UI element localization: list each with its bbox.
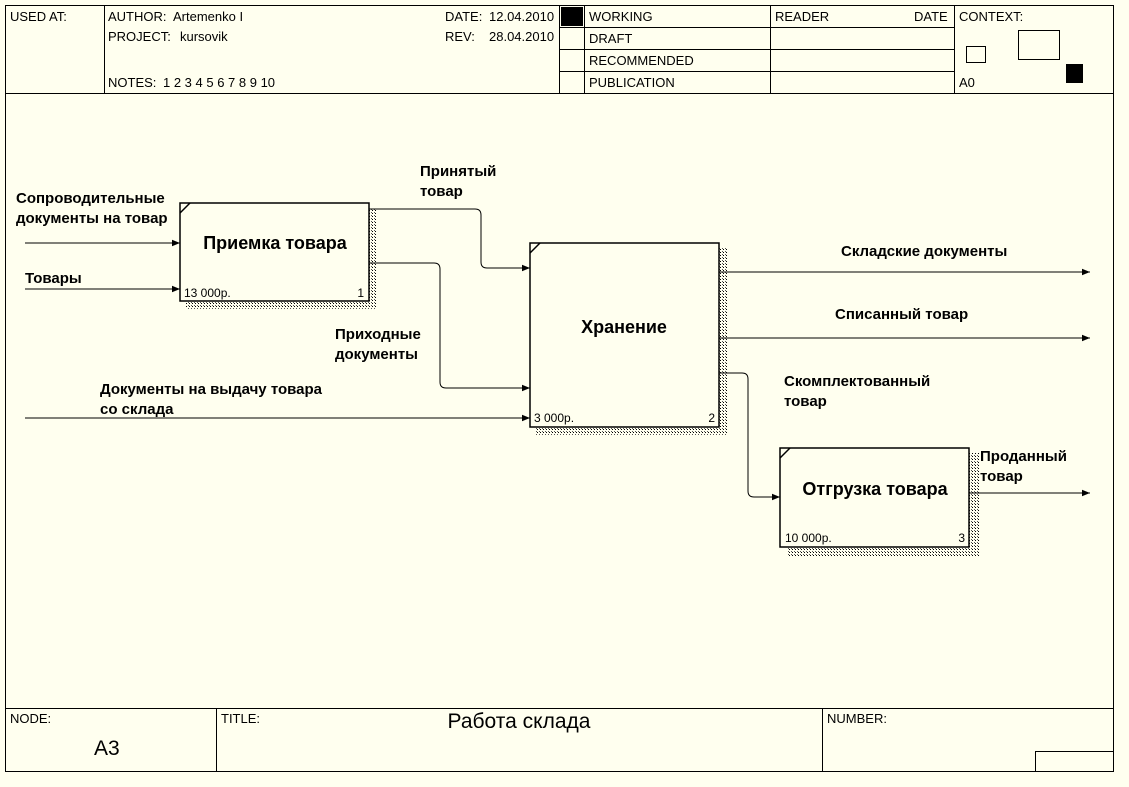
header-divider: [104, 5, 105, 93]
node-value: A3: [94, 737, 120, 760]
context-box-filled: [1066, 64, 1083, 83]
activity-title: Хранение: [581, 317, 667, 337]
activity-number: 3: [958, 531, 965, 545]
activity-box-1[interactable]: Приемка товара 13 000р. 1: [179, 202, 370, 302]
project-value: kursovik: [180, 29, 228, 44]
context-node: A0: [959, 75, 975, 90]
author-label: AUTHOR:: [108, 9, 167, 24]
arrow-label-vydacha-1: Документы на выдачу товара: [100, 381, 322, 398]
arrow-label-spisannyi: Списанный товар: [835, 306, 969, 323]
arrow-prihodnye[interactable]: [369, 262, 530, 392]
context-box: [1018, 30, 1060, 60]
status-publication: PUBLICATION: [589, 75, 675, 90]
activity-number: 1: [357, 286, 364, 300]
header-bottom-line: [5, 93, 1114, 94]
footer-divider: [822, 708, 823, 772]
node-label: NODE:: [10, 711, 52, 726]
arrow-label-prodannyi-1: Проданный: [980, 448, 1067, 465]
activity-number: 2: [708, 411, 715, 425]
title-label: TITLE:: [221, 711, 261, 726]
project-label: PROJECT:: [108, 29, 171, 44]
activity-cost: 13 000р.: [184, 286, 231, 300]
arrow-label-soprovod-1: Сопроводительные: [16, 190, 165, 207]
footer-top-line: [5, 708, 1114, 709]
activity-title: Отгрузка товара: [802, 479, 948, 499]
header-divider: [954, 5, 955, 93]
number-label: NUMBER:: [827, 711, 887, 726]
arrow-label-prihodnye-2: документы: [335, 346, 418, 363]
status-row-line: [559, 49, 954, 50]
status-working: WORKING: [589, 9, 653, 24]
date-value: 12.04.2010: [489, 9, 555, 24]
footer-divider: [216, 708, 217, 772]
diagram-title: Работа склада: [447, 710, 591, 733]
activity-cost: 3 000р.: [534, 411, 574, 425]
status-draft: DRAFT: [589, 31, 633, 46]
reader-label: READER: [775, 9, 830, 24]
context-label: CONTEXT:: [959, 9, 1024, 24]
arrow-label-soprovod-2: документы на товар: [16, 210, 168, 227]
rev-value: 28.04.2010: [489, 29, 555, 44]
date-label: DATE:: [445, 9, 483, 24]
working-marker: [561, 7, 583, 26]
activity-title: Приемка товара: [203, 233, 348, 253]
status-recommended: RECOMMENDED: [589, 53, 694, 68]
activity-box-3[interactable]: Отгрузка товара 10 000р. 3: [779, 447, 970, 548]
arrow-skomplekt[interactable]: [719, 372, 780, 501]
activity-cost: 10 000р.: [785, 531, 832, 545]
footer-page-cell: [1035, 751, 1114, 772]
status-row-line: [559, 27, 954, 28]
arrow-label-skomplekt-2: товар: [784, 393, 827, 410]
arrow-label-skladskie: Складские документы: [841, 243, 1008, 260]
activity-box-2[interactable]: Хранение 3 000р. 2: [529, 242, 720, 428]
status-row-line: [559, 71, 954, 72]
arrow-label-prinyatyi-1: Принятый: [420, 163, 497, 180]
context-box: [966, 46, 986, 63]
used-at-label: USED AT:: [10, 9, 67, 24]
author-value: Artemenko I: [173, 9, 244, 24]
arrow-label-prinyatyi-2: товар: [420, 183, 463, 200]
arrow-label-tovary: Товары: [25, 270, 82, 287]
arrow-label-prihodnye-1: Приходные: [335, 326, 421, 343]
arrow-label-vydacha-2: со склада: [100, 401, 174, 418]
arrow-label-skomplekt-1: Скомплектованный: [784, 373, 931, 390]
reader-date-label: DATE: [914, 9, 948, 24]
arrow-label-prodannyi-2: товар: [980, 468, 1023, 485]
rev-label: REV:: [445, 29, 475, 44]
notes-values: 1 2 3 4 5 6 7 8 9 10: [163, 75, 276, 90]
notes-label: NOTES:: [108, 75, 157, 90]
arrow-prinyatyi[interactable]: [369, 208, 530, 272]
